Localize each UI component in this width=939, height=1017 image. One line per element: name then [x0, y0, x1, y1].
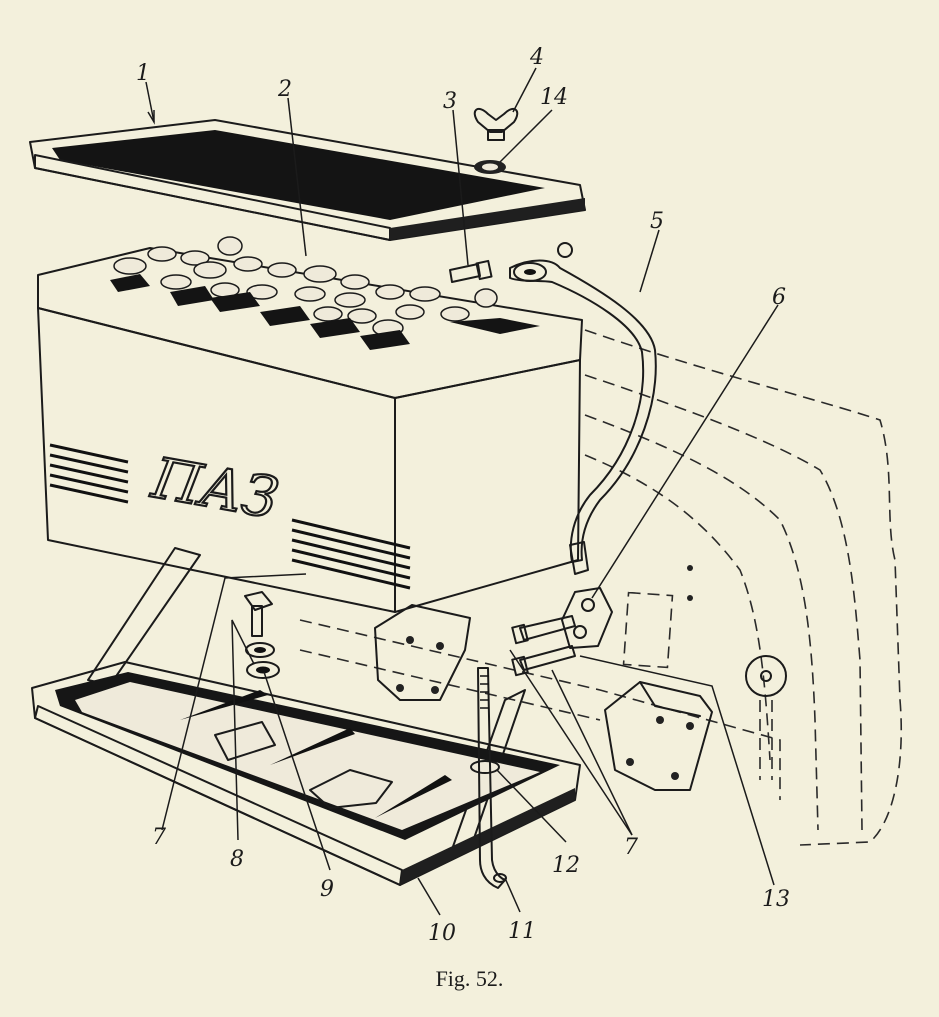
callout-10: 10 [428, 921, 456, 946]
callout-1: 1 [136, 61, 150, 86]
callout-5: 5 [650, 209, 664, 234]
callout-7-right: 7 [624, 835, 638, 860]
callout-labels: 1 2 3 4 14 5 6 7 8 9 10 11 12 7 13 [136, 45, 790, 946]
battery-cover-frame [29, 119, 586, 241]
callout-7-left: 7 [152, 825, 166, 850]
battery-cell-caps [113, 236, 498, 337]
callout-4: 4 [529, 45, 544, 70]
callout-13: 13 [762, 887, 790, 912]
callout-leaders [145, 67, 779, 916]
battery-tray [31, 661, 581, 886]
vehicle-body-outline [299, 329, 903, 846]
ground-strap [509, 242, 657, 575]
wing-nut [473, 107, 519, 141]
battery-logo: ПАЗ [146, 446, 282, 532]
callout-6: 6 [772, 285, 786, 310]
callout-3: 3 [443, 89, 457, 114]
hold-down-rod [470, 667, 507, 889]
mounting-brackets [374, 587, 713, 791]
figure-caption: Fig. 52. [435, 966, 504, 991]
callout-11: 11 [508, 919, 536, 944]
battery: ПАЗ [37, 236, 583, 613]
callout-9: 9 [320, 877, 334, 902]
callout-2: 2 [277, 77, 292, 102]
hold-down-bolt-set [244, 591, 280, 679]
callout-8: 8 [230, 847, 244, 872]
callout-14: 14 [540, 85, 568, 110]
terminal-bolt [449, 259, 493, 283]
callout-12: 12 [552, 853, 580, 878]
